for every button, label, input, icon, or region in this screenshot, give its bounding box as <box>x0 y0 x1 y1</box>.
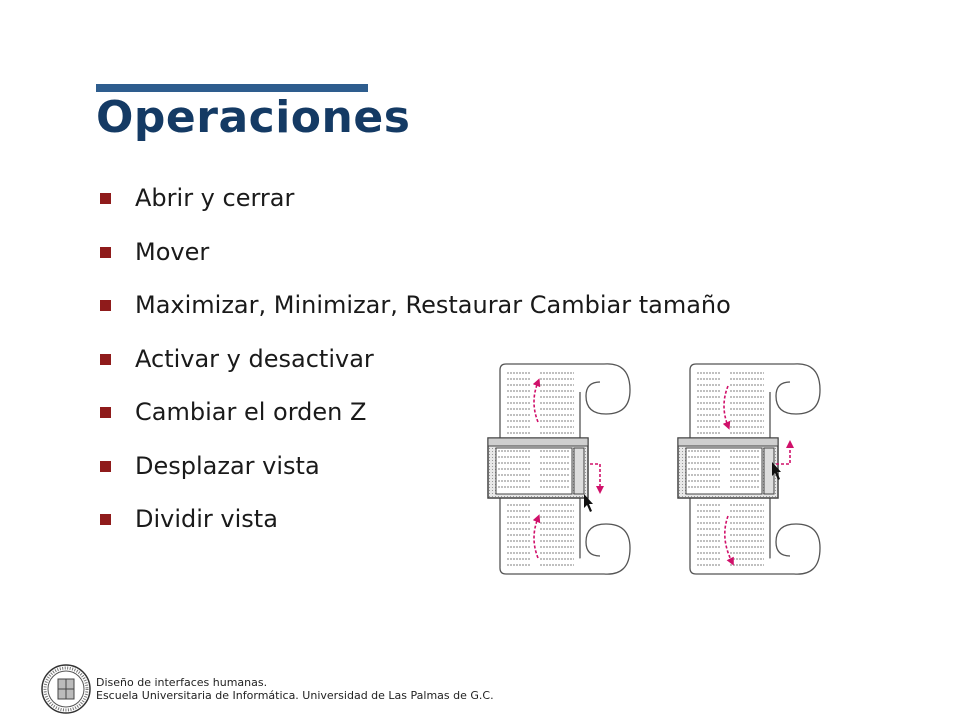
scroll-left <box>487 363 631 575</box>
bullet-square-icon <box>100 300 111 311</box>
bullet-list: Abrir y cerrar Mover Maximizar, Minimiza… <box>100 178 731 553</box>
footer: Diseño de interfaces humanas. Escuela Un… <box>96 676 494 702</box>
bullet-text: Abrir y cerrar <box>135 184 295 212</box>
bullet-square-icon <box>100 407 111 418</box>
scroll-right <box>677 363 821 575</box>
scroll-diagram-icon <box>487 363 821 575</box>
bullet-item: Dividir vista <box>100 499 731 553</box>
bullet-item: Abrir y cerrar <box>100 178 731 232</box>
bullet-square-icon <box>100 353 111 365</box>
bullet-item: Desplazar vista <box>100 446 731 500</box>
bullet-text: Dividir vista <box>135 505 278 533</box>
bullet-text: Mover <box>135 237 210 266</box>
bullet-item: Mover <box>100 232 731 286</box>
bullet-text: Activar y desactivar <box>135 344 374 373</box>
bullet-item: Maximizar, Minimizar, Restaurar Cambiar … <box>100 285 731 339</box>
bullet-item: Cambiar el orden Z <box>100 392 731 446</box>
bullet-square-icon <box>100 460 111 472</box>
footer-institution: Escuela Universitaria de Informática. Un… <box>96 689 494 702</box>
slide-title: Operaciones <box>96 92 411 143</box>
title-accent-bar <box>96 84 368 92</box>
bullet-text: Maximizar, Minimizar, Restaurar Cambiar … <box>135 291 731 319</box>
bullet-text: Cambiar el orden Z <box>135 398 367 426</box>
bullet-square-icon <box>100 193 111 204</box>
bullet-item: Activar y desactivar <box>100 339 731 393</box>
university-seal-icon <box>41 664 91 714</box>
bullet-text: Desplazar vista <box>135 451 320 480</box>
footer-course: Diseño de interfaces humanas. <box>96 676 268 689</box>
bullet-square-icon <box>100 246 111 258</box>
bullet-square-icon <box>100 514 111 525</box>
